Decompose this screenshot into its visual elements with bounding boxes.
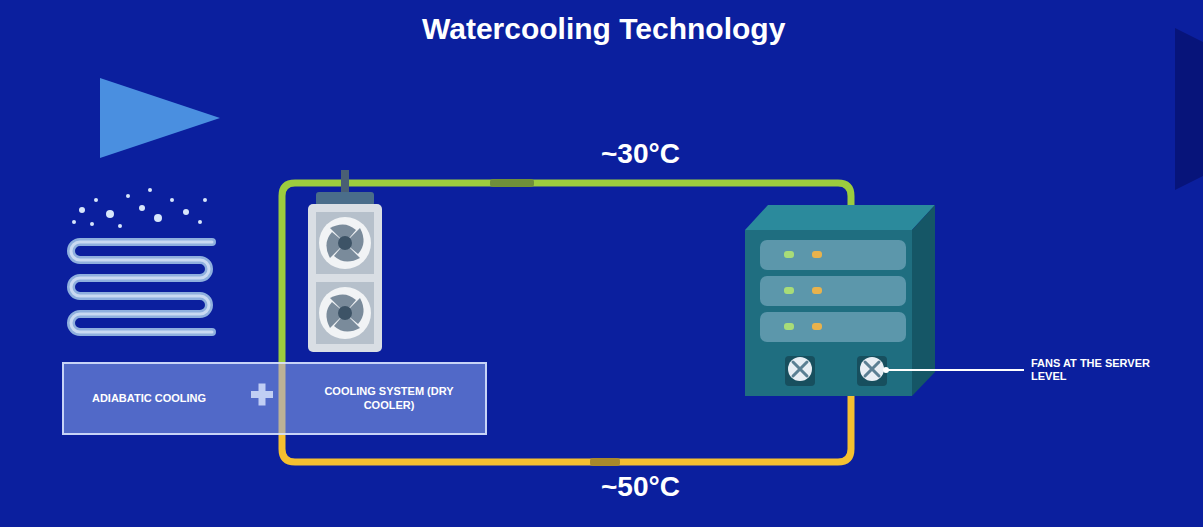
pipe-coupling	[490, 179, 534, 187]
coil	[71, 242, 212, 332]
title: Watercooling Technology	[422, 12, 785, 46]
play-triangle	[100, 78, 220, 158]
pipe-coupling	[590, 458, 620, 466]
leader-dot	[883, 367, 889, 373]
leader-line	[886, 369, 1024, 371]
server-rack	[745, 205, 935, 396]
box-label: ADIABATIC COOLING	[84, 392, 214, 406]
temperature-label: ~30°C	[601, 137, 680, 171]
mist-dots	[72, 188, 207, 228]
dry-cooler	[308, 170, 382, 352]
temperature-label: ~50°C	[601, 470, 680, 504]
edge-triangle	[1175, 28, 1203, 190]
box-label: COOLING SYSTEM (DRY COOLER)	[314, 385, 464, 413]
callout-label: FANS AT THE SERVER LEVEL	[1031, 357, 1161, 383]
cooling-box: ADIABATIC COOLING COOLING SYSTEM (DRY COO…	[62, 362, 487, 435]
